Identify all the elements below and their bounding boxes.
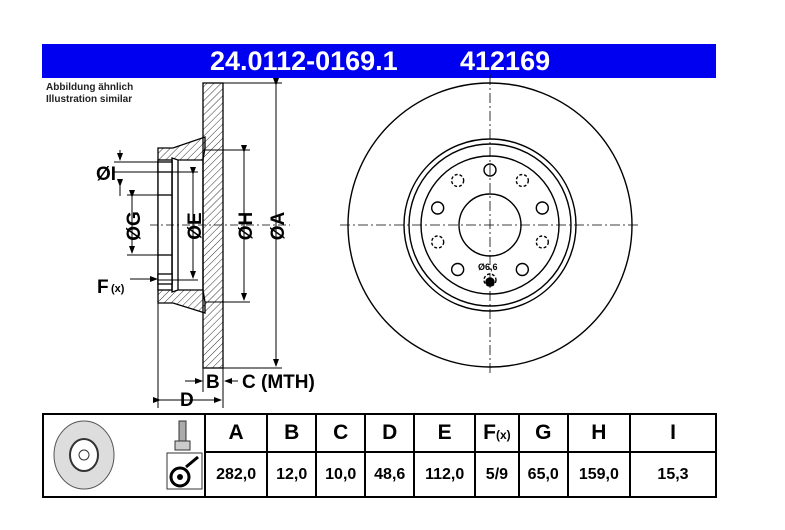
label-f: F [97, 277, 109, 298]
header-bar: 24.0112-0169.1 412169 [42, 44, 716, 78]
header-d: D [364, 413, 416, 453]
part-number: 24.0112-0169.1 [210, 46, 398, 76]
note-en: Illustration similar [46, 94, 133, 105]
label-g: ØG [124, 211, 145, 241]
disc-thumbnail-icon [53, 420, 203, 490]
bolt-hole [515, 173, 530, 188]
note-de: Abbildung ähnlich [46, 82, 134, 93]
label-i: ØI [96, 164, 116, 185]
header-e: E [413, 413, 477, 453]
label-c: C (MTH) [242, 372, 315, 393]
bolt-hole [483, 163, 497, 177]
dimension-table: A B C D E F(x) G H I 282,0 12,0 10,0 48,… [42, 413, 717, 498]
value-c: 10,0 [315, 451, 367, 498]
label-d: D [180, 390, 194, 410]
bolt-hole [430, 201, 445, 215]
header-a: A [203, 413, 269, 453]
value-g: 65,0 [517, 451, 569, 498]
technical-drawing: ØA ØH ØE ØG ØI F (x) B C (MTH) D Ø6,6 [96, 75, 640, 410]
value-f: 5/9 [474, 451, 520, 498]
label-f-sub: (x) [111, 283, 125, 295]
label-h: ØH [236, 212, 257, 241]
value-a: 282,0 [203, 451, 269, 498]
bolt-hole [515, 262, 530, 277]
side-section-view [150, 82, 290, 369]
label-b: B [206, 372, 220, 393]
value-b: 12,0 [266, 451, 318, 498]
value-h: 159,0 [566, 451, 632, 498]
product-icons-cell [42, 413, 206, 498]
header-h: H [566, 413, 632, 453]
bolt-hole [450, 262, 465, 277]
short-number: 412169 [460, 46, 551, 76]
label-e: ØE [185, 212, 206, 239]
label-a: ØA [268, 211, 289, 240]
bolt-hole [430, 235, 445, 249]
header-i: I [629, 413, 717, 453]
value-i: 15,3 [629, 451, 717, 498]
bolt-hole [535, 201, 550, 215]
header-g: G [517, 413, 569, 453]
front-view [340, 75, 640, 375]
bolt-icon [174, 420, 191, 451]
header-f: F(x) [474, 413, 520, 453]
header-c: C [315, 413, 367, 453]
dimension-lines [114, 78, 282, 408]
header-b: B [266, 413, 318, 453]
bolt-hole [450, 173, 465, 188]
hole-label: Ø6,6 [478, 262, 498, 272]
value-d: 48,6 [364, 451, 416, 498]
bolt-hole [535, 235, 550, 249]
value-e: 112,0 [413, 451, 477, 498]
cleaning-spray-icon [166, 452, 203, 490]
